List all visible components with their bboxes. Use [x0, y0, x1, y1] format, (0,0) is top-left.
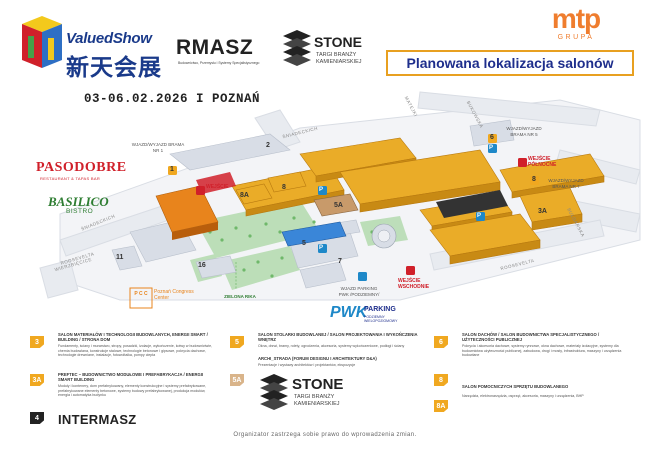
entry-markers	[168, 134, 539, 281]
hall-15-side	[172, 222, 218, 240]
stone-subtitle: TARGI BRANŻY KAMIENIARSKIEJ	[316, 52, 362, 65]
stone-header-logo: STONE TARGI BRANŻY KAMIENIARSKIEJ	[280, 28, 370, 68]
hall-number: 8A	[240, 192, 249, 199]
zielona-rika-label: ZIELONA RIKA	[224, 294, 256, 299]
legend-badge: 8	[434, 374, 448, 386]
hall-number: 4	[478, 194, 482, 201]
stone-wordmark: STONE	[314, 34, 362, 50]
parking-icon: P	[319, 245, 324, 251]
east-entry-label: WEJŚCIE WSCHODNIE	[398, 278, 430, 290]
hall-number: 2	[266, 142, 270, 149]
congress-center-label: Poznań Congress Center	[154, 289, 194, 301]
gate-5-label: WJAZD/WYJAZD BRAMA NR 5	[506, 126, 542, 137]
hall-number: 3A	[538, 208, 547, 215]
parking-icon: P	[477, 213, 482, 219]
footer-disclaimer: Organizator zastrzega sobie prawo do wpr…	[233, 432, 417, 438]
legend-badge: 5	[230, 336, 244, 348]
legend-badge: 5A	[230, 374, 244, 386]
pasodobre-subtitle: RESTAURANT & TAPAS BAR	[40, 176, 101, 181]
rotunda-inner	[377, 229, 391, 243]
pwk-mark: PWK	[330, 304, 368, 321]
hall-number: 5	[302, 240, 306, 247]
basilico-logo: BASILICO	[48, 194, 109, 209]
north-entry-label: WEJŚCIE PÓŁNOCNE	[528, 156, 557, 168]
legend-badge: 3	[30, 336, 44, 348]
legend-desc: Prezentacje i wystawy architektów i proj…	[258, 363, 356, 367]
chinese-wordmark: 新天会展	[66, 55, 162, 81]
hall-red-restaurant	[196, 172, 236, 194]
legend-title: SALON DACHÓW / SALON BUDOWNICTWA SPECJAL…	[462, 332, 600, 343]
main-entry-label: WEJŚCIE	[206, 184, 229, 190]
mtp-logo: mtp GRUPA	[536, 3, 616, 42]
pwk-parking-sub: PODZIEMNY WIELOPOZIOMOWY	[364, 315, 398, 323]
valuedshow-intermasz-logo: ValuedShow 新天会展 RMASZ Budownictwo, Przem…	[22, 14, 262, 84]
rmasz-wordmark: RMASZ	[176, 36, 254, 59]
parking-markers	[318, 144, 497, 253]
page-title: Planowana lokalizacja salonów	[386, 50, 634, 76]
hall-5a-stone	[313, 193, 359, 217]
hall-blue-archi	[281, 221, 347, 247]
pasodobre-logo: PASODOBRE	[36, 160, 127, 175]
legend-title: SALON STOLARKI BUDOWLANEJ / SALON PROJEK…	[258, 332, 418, 343]
pwk-parking-text: PARKING	[364, 306, 396, 313]
pwk-parking-logo: PWK PARKING PODZIEMNY WIELOPOZIOMOWY	[330, 304, 397, 323]
hall-number: 11	[116, 254, 124, 261]
mtp-group: GRUPA	[557, 34, 595, 41]
gate-7-label: WJAZD/WYJAZD BRAMA NR 7	[548, 178, 584, 189]
legend-desc: Fundamenty, ściany i murarstwo, stropy, …	[58, 344, 213, 358]
hall-number: 6	[490, 134, 494, 141]
intermasz-wordmark: INTERMASZ	[58, 412, 137, 427]
parking-icon: P	[319, 187, 324, 193]
bistro-label: BISTRO	[66, 208, 94, 215]
hall-number: 8	[282, 184, 286, 191]
legend-desc: Narzędzia, elektronarzędzia, osprzęt, ak…	[462, 394, 584, 398]
hall-number: 5A	[334, 202, 343, 209]
gate-pwk-label: WJAZD PARKING PWK /PODZIEMNY/	[338, 286, 380, 297]
rmasz-subtitle: Budownictwo, Przemysłu i Systemy Specjal…	[178, 61, 260, 65]
hall-number: 7	[338, 258, 342, 265]
legend-badge: 3A	[30, 374, 44, 386]
legend-desc: Okna, drzwi, bramy, rolety, ogrodzenia, …	[258, 344, 405, 348]
stone-mark-legend	[260, 374, 288, 410]
legend-title: ARCHI_STRADA (FORUM DESIGNU I ARCHITEKTU…	[258, 356, 377, 361]
legend-desc: Moduły i kontenery, dom prefabrykowany, …	[58, 384, 207, 398]
pcc-frame	[129, 287, 153, 309]
stone-legend-logo: STONE TARGI BRANŻY KAMIENIARSKIEJ	[258, 372, 348, 412]
legend-title: SALON MATERIAŁÓW I TECHNOLOGII BUDOWLANY…	[58, 332, 208, 343]
legend-title: PREFTEC – BUDOWNICTWO MODUŁOWE I PREFABR…	[58, 372, 204, 383]
parking-icon: P	[489, 145, 494, 151]
hall-number: 8	[532, 176, 536, 183]
valuedshow-wordmark: ValuedShow	[66, 30, 152, 47]
stone-wordmark: STONE	[292, 376, 344, 393]
legend-desc: Pokrycia i akcesoria dachowe, systemy ry…	[462, 344, 622, 358]
gate-1-label: WJAZD/WYJAZD BRAMA NR 1	[131, 142, 185, 153]
mtp-wordmark: mtp	[551, 3, 601, 34]
event-date: 03-06.02.2026 I POZNAŃ	[84, 92, 261, 106]
hall-number: 1	[170, 166, 174, 173]
stone-subtitle: TARGI BRANŻY KAMIENIARSKIEJ	[294, 394, 340, 407]
legend-badge: 6	[434, 336, 448, 348]
legend-badge: 8A	[434, 400, 448, 412]
valuedshow-cube-logo	[22, 16, 62, 68]
legend-title: SALON POMOCNICZYCH SPRZĘTU BUDOWLANEGO	[462, 384, 569, 389]
legend-badge: 4	[30, 412, 44, 424]
pcc-mark: P C C	[134, 291, 148, 297]
hall-black-8a	[436, 190, 508, 218]
hall-number: 16	[198, 262, 206, 269]
stone-mark-header	[283, 30, 311, 66]
